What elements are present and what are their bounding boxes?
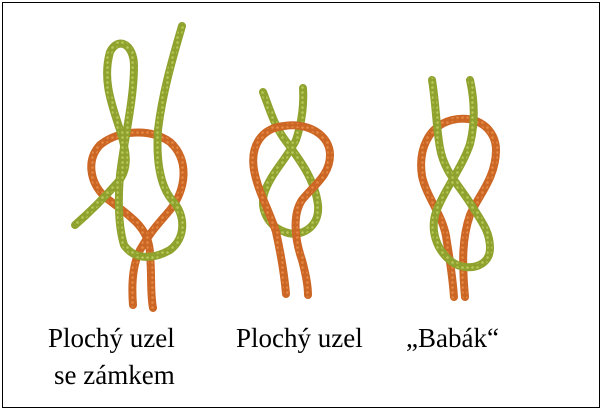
knot-flat-locked: [75, 26, 184, 308]
rope-orange: [421, 119, 496, 297]
caption-flat-knot: Plochý uzel: [236, 322, 363, 354]
caption-flat-knot-locked-line1: Plochý uzel: [48, 322, 175, 354]
caption-flat-knot-locked-line2: se zámkem: [54, 359, 175, 391]
caption-granny-knot: „Babák“: [406, 322, 499, 354]
knot-flat: [253, 88, 330, 295]
knot-granny: [421, 80, 496, 297]
